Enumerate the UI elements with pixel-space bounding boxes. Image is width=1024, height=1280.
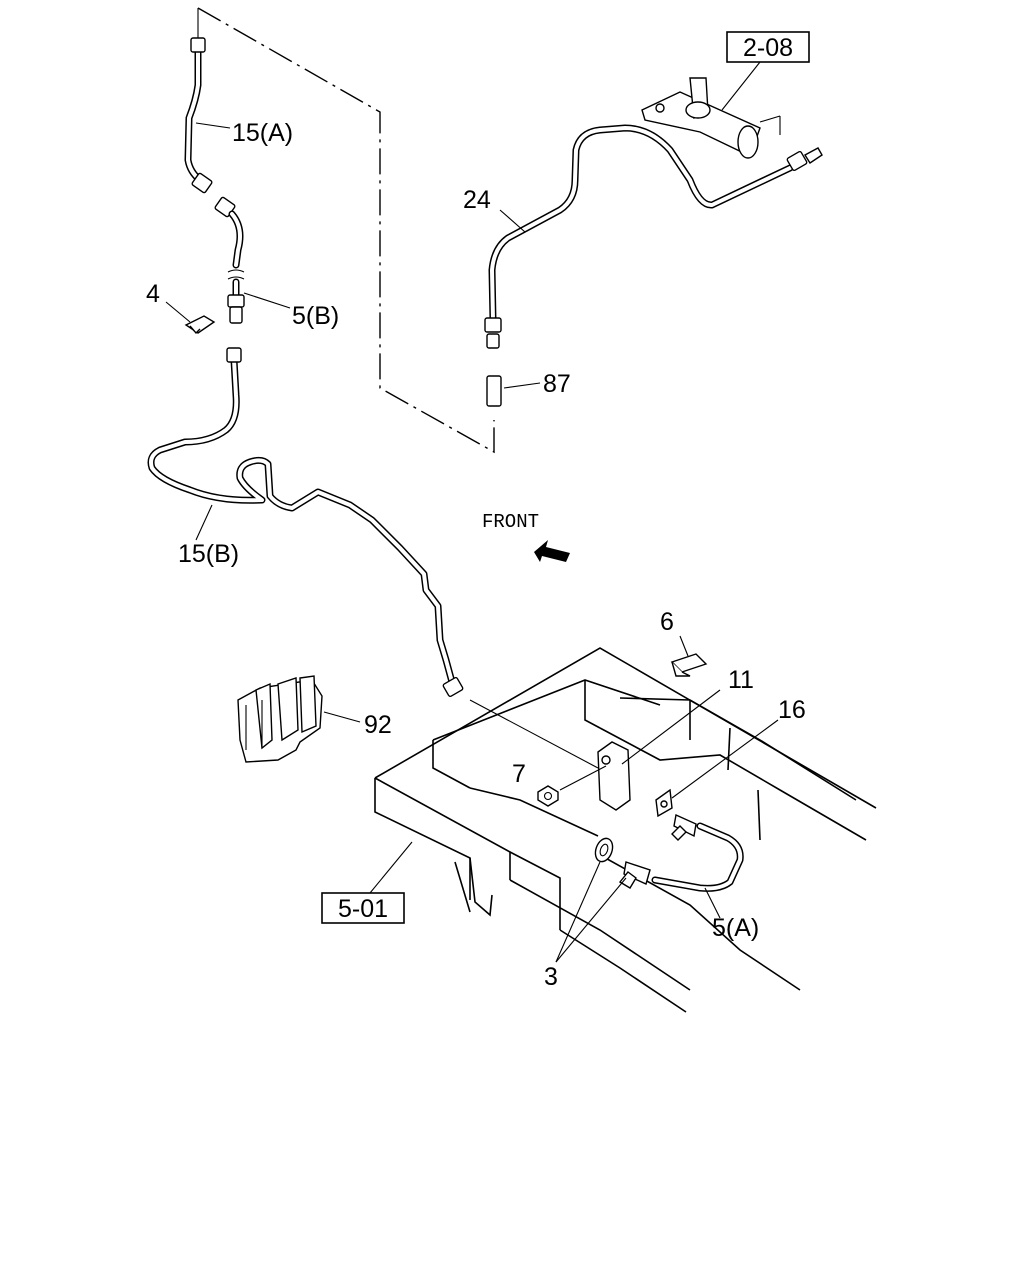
flex-hose-5b: [214, 196, 291, 324]
ref-box-2-08: 2-08: [726, 31, 810, 63]
ref-5-01-text: 5-01: [338, 895, 388, 923]
front-label: FRONT: [482, 511, 539, 533]
label-24: 24: [463, 186, 491, 214]
label-87: 87: [543, 370, 571, 398]
clip-4: [165, 301, 216, 335]
label-3: 3: [544, 963, 558, 991]
front-arrow: [534, 540, 570, 562]
bracket-16: [655, 719, 779, 818]
pipe-24: [484, 124, 823, 349]
flex-hose-5a: [618, 813, 744, 919]
hose-15a: [184, 37, 231, 194]
bracket-assembly: [469, 635, 721, 811]
label-5b: 5(B): [292, 302, 339, 330]
pipe-15b: [147, 347, 464, 698]
label-7: 7: [512, 760, 526, 788]
ref-2-08-text: 2-08: [743, 34, 793, 62]
label-16: 16: [778, 696, 806, 724]
label-11: 11: [728, 666, 754, 694]
assembly-guide-lines: [197, 7, 495, 454]
ref-box-5-01: 5-01: [321, 892, 405, 924]
label-15a: 15(A): [232, 119, 293, 147]
washer-3: [555, 837, 627, 963]
ref-5-01-leader: [369, 841, 413, 894]
label-6: 6: [660, 608, 674, 636]
label-15b: 15(B): [178, 540, 239, 568]
sleeve-87: [486, 375, 541, 407]
label-5a: 5(A): [712, 914, 759, 942]
label-92: 92: [364, 711, 392, 739]
master-cylinder: [641, 61, 781, 159]
label-4: 4: [146, 280, 160, 308]
clip-92: [237, 675, 361, 763]
